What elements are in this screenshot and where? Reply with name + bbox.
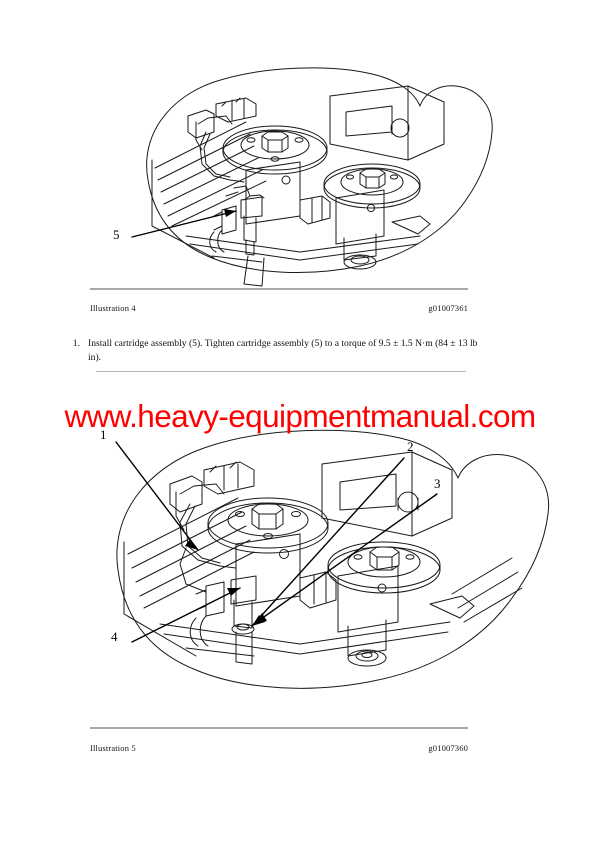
divider-above-illustration-4-caption	[90, 288, 468, 290]
illustration-5-drawing	[0, 418, 600, 718]
illustration-5-caption: Illustration 5	[90, 743, 136, 753]
callout-3: 3	[434, 476, 441, 491]
callout-2: 2	[407, 439, 414, 454]
illustration-4-caption-row: Illustration 4 g01007361	[90, 303, 468, 313]
illustration-4-figure	[0, 40, 600, 290]
step-number: 1.	[72, 338, 80, 349]
callout-1: 1	[100, 427, 107, 442]
illustration-4-drawing	[0, 40, 600, 290]
illustration-5-caption-row: Illustration 5 g01007360	[90, 743, 468, 753]
instruction-step-1: 1. Install cartridge assembly (5). Tight…	[70, 337, 490, 365]
step-text: Install cartridge assembly (5). Tighten …	[88, 338, 478, 363]
divider-below-step-1	[96, 371, 466, 372]
illustration-5-figure	[0, 418, 600, 718]
callout-4: 4	[111, 629, 118, 644]
illustration-4-graphic-id: g01007361	[428, 303, 468, 313]
illustration-5-graphic-id: g01007360	[428, 743, 468, 753]
callout-5: 5	[113, 227, 120, 242]
illustration-4-caption: Illustration 4	[90, 303, 136, 313]
divider-above-illustration-5-caption	[90, 727, 468, 729]
